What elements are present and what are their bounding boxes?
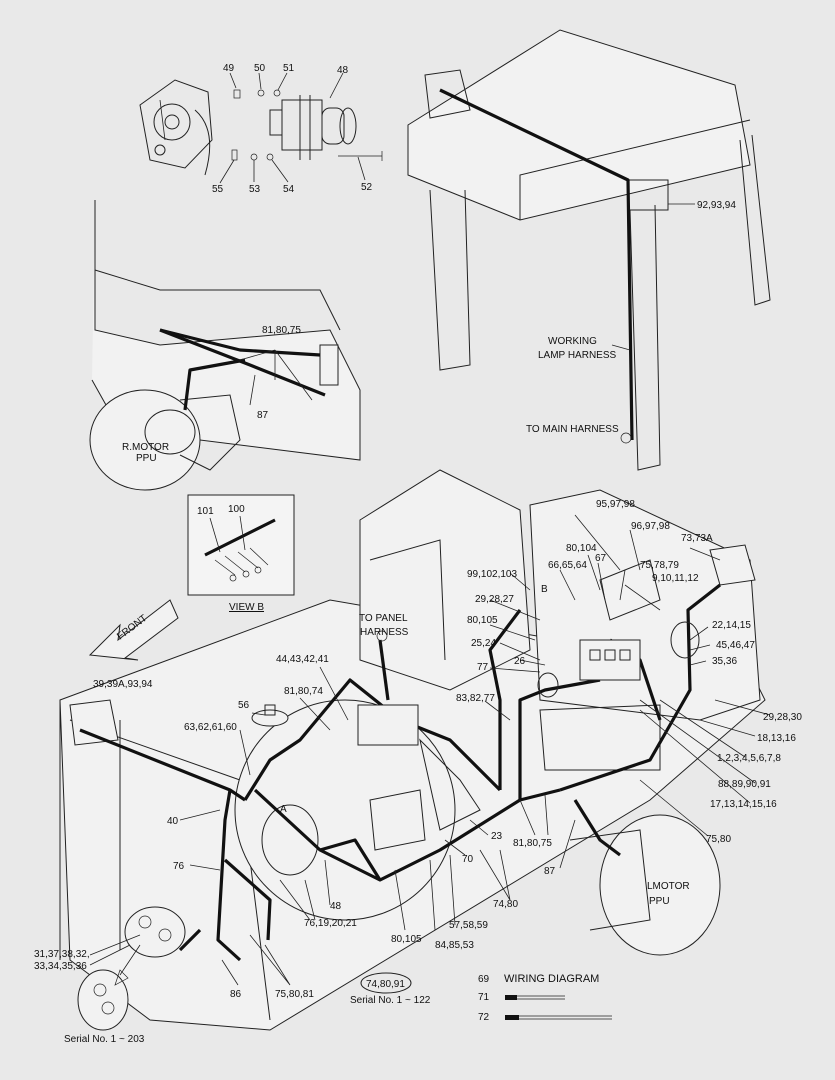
lmotor-label-1: LMOTOR	[647, 881, 690, 892]
callout-18-13-16: 18,13,16	[757, 733, 796, 744]
callout-50: 50	[254, 63, 266, 74]
callout-76: 76	[173, 861, 185, 872]
callout-81-80-74: 81,80,74	[284, 686, 323, 697]
to-panel-label-1: TO PANEL	[359, 613, 408, 624]
wiring-diagram-label: WIRING DIAGRAM	[504, 973, 599, 985]
view-b-marker: B	[541, 584, 548, 595]
callout-35-36: 35,36	[712, 656, 737, 667]
callout-57-58-59: 57,58,59	[449, 920, 488, 931]
callout-51: 51	[283, 63, 295, 74]
callout-52: 52	[361, 182, 373, 193]
callout-63-62-61-60: 63,62,61,60	[184, 722, 237, 733]
callout-54: 54	[283, 184, 295, 195]
callout-80-105-top: 80,105	[467, 615, 498, 626]
callout-75-80-81: 75,80,81	[275, 989, 314, 1000]
callout-76-19-20-21: 76,19,20,21	[304, 918, 357, 929]
callout-9-10-11-12: 9,10,11,12	[652, 573, 699, 584]
callout-99-102-103: 99,102,103	[467, 569, 517, 580]
callout-69: 69	[478, 974, 490, 985]
callout-84-85-53: 84,85,53	[435, 940, 474, 951]
callout-80-105-bottom: 80,105	[391, 934, 422, 945]
view-b-inset	[187, 494, 295, 596]
callout-80-104: 80,104	[566, 543, 597, 554]
callout-40: 40	[167, 816, 179, 827]
callout-22-14-15: 22,14,15	[712, 620, 751, 631]
control-panel-cluster	[357, 559, 700, 851]
callout-87-top: 87	[257, 410, 269, 421]
rmotor-label-1: R.MOTOR	[122, 442, 169, 453]
callout-33-36: 33,34,35,36	[34, 961, 87, 972]
serial-oval	[360, 972, 412, 994]
lmotor-label-2: PPU	[649, 896, 670, 907]
callout-labels: 49 50 51 48 55 53 54 52 92,93,94 81,80,7…	[34, 63, 802, 1023]
callout-87-bottom: 87	[544, 866, 556, 877]
callout-1-8: 1,2,3,4,5,6,7,8	[717, 753, 781, 764]
callout-29-28-27: 29,28,27	[475, 594, 514, 605]
callout-31-32: 31,37,38,32,	[34, 949, 90, 960]
callout-39-39a-93-94: 39,39A,93,94	[93, 679, 153, 690]
callout-67: 67	[595, 553, 607, 564]
callout-83-82-77: 83,82,77	[456, 693, 495, 704]
cable-ties	[505, 995, 612, 1020]
front-arrow	[88, 599, 179, 661]
callout-44-43-42-41: 44,43,42,41	[276, 654, 329, 665]
callout-81-80-75-top: 81,80,75	[262, 325, 301, 336]
callout-48-bottom: 48	[330, 901, 342, 912]
callout-29-28-30: 29,28,30	[763, 712, 802, 723]
serial-122-label: Serial No. 1 ~ 122	[350, 995, 431, 1006]
right-motor-section	[89, 200, 361, 491]
callout-74-80-91: 74,80,91	[366, 979, 405, 990]
callout-45-46-47: 45,46,47	[716, 640, 755, 651]
callout-70: 70	[462, 854, 474, 865]
main-harness	[79, 583, 721, 962]
callout-48-top: 48	[337, 65, 349, 76]
callout-81-80-75-bottom: 81,80,75	[513, 838, 552, 849]
serial-203-label: Serial No. 1 ~ 203	[64, 1034, 145, 1045]
callout-72: 72	[478, 1012, 490, 1023]
switch-insets	[77, 906, 186, 1031]
working-lamp-label-1: WORKING	[548, 336, 597, 347]
callout-66-65-64: 66,65,64	[548, 560, 587, 571]
callout-96-97-98: 96,97,98	[631, 521, 670, 532]
callout-56: 56	[238, 700, 250, 711]
callout-49: 49	[223, 63, 235, 74]
callout-77: 77	[477, 662, 489, 673]
callout-75-80-right: 75,80	[706, 834, 731, 845]
callout-73-73a: 73,73A	[681, 533, 713, 544]
leader-lines	[89, 99, 771, 986]
callout-25-24: 25,24	[471, 638, 496, 649]
callout-86: 86	[230, 989, 242, 1000]
callout-55: 55	[212, 184, 224, 195]
callout-23: 23	[491, 831, 503, 842]
callout-100: 100	[228, 504, 245, 515]
view-b-label: VIEW B	[229, 602, 264, 613]
callout-17-16: 17,13,14,15,16	[710, 799, 777, 810]
to-panel-label-2: HARNESS	[360, 627, 409, 638]
callout-71: 71	[478, 992, 490, 1003]
alternator-detail	[139, 72, 383, 184]
working-lamp-label-2: LAMP HARNESS	[538, 350, 617, 361]
view-a-marker: A	[280, 804, 287, 815]
callout-88-91: 88,89,90,91	[718, 779, 771, 790]
callout-53-top: 53	[249, 184, 261, 195]
truck-body	[59, 469, 766, 1031]
to-main-harness-label: TO MAIN HARNESS	[526, 424, 619, 435]
callout-101: 101	[197, 506, 214, 517]
callout-26: 26	[514, 656, 526, 667]
callout-75-78-79: 75,78,79	[640, 560, 679, 571]
callout-74-80: 74,80	[493, 899, 518, 910]
callout-95-97-98: 95,97,98	[596, 499, 635, 510]
working-lamp-frame	[407, 29, 771, 471]
rmotor-label-2: PPU	[136, 453, 157, 464]
callout-92-93-94: 92,93,94	[697, 200, 736, 211]
